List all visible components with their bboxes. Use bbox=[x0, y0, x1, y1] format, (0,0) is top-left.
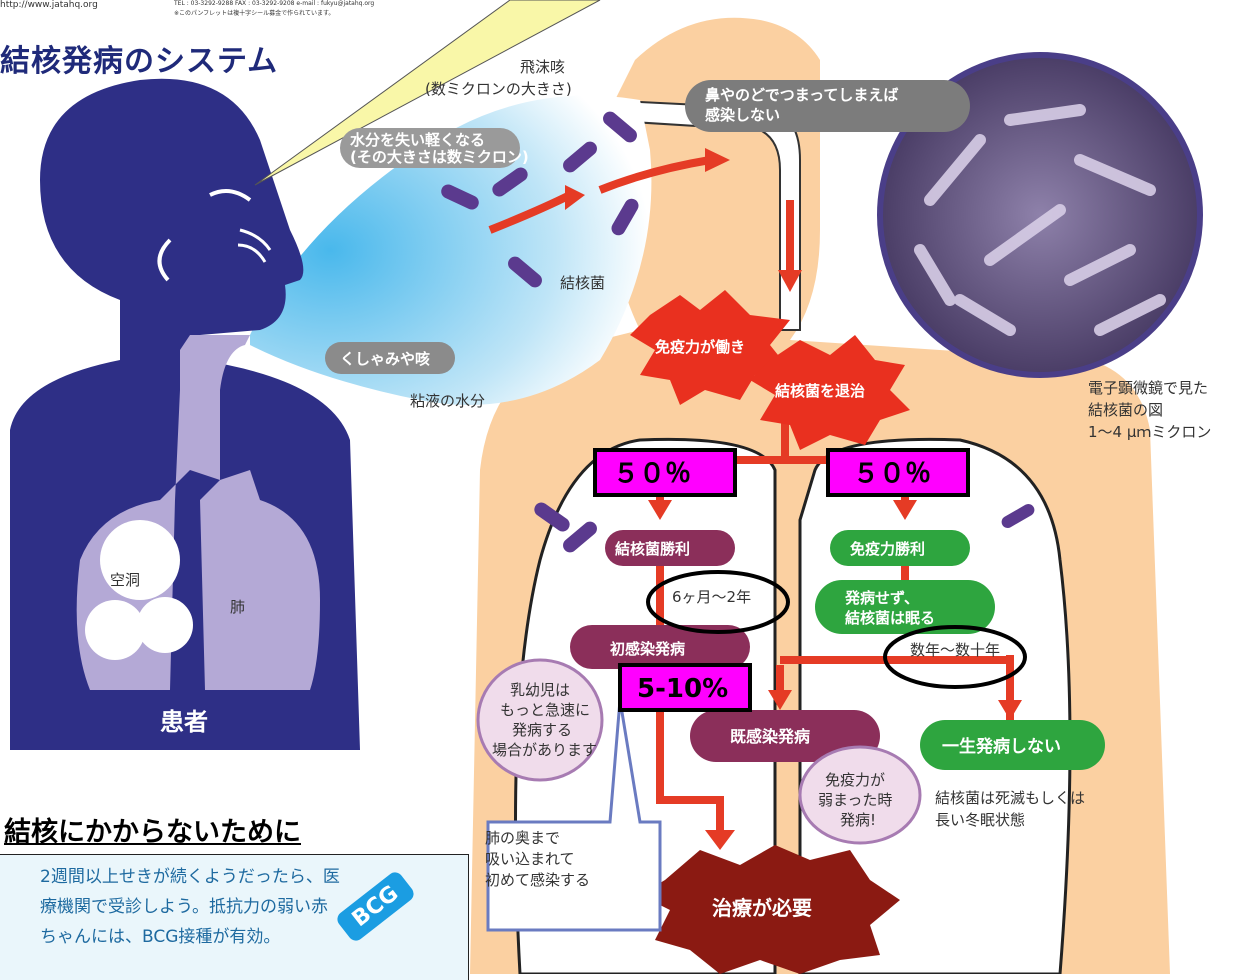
mucus-label: 粘液の水分 bbox=[410, 392, 485, 410]
spray-size-label: (数ミクロンの大きさ) bbox=[425, 80, 572, 98]
lose-water-size-label: (その大きさは数ミクロン) bbox=[350, 148, 529, 166]
deep-lung-line-3: 初めて感染する bbox=[485, 870, 645, 891]
microscope-caption-2: 結核菌の図 bbox=[1088, 401, 1163, 419]
infant-bubble bbox=[478, 660, 602, 780]
nose-note-line-2: 感染しない bbox=[705, 106, 780, 124]
section-title: 結核発病のシステム bbox=[0, 36, 278, 80]
patient-cavity-blob-2 bbox=[85, 600, 145, 660]
header-note: ※このパンフレットは複十字シール募金で作られています。 bbox=[174, 8, 334, 17]
no-onset-line-2: 結核菌は眠る bbox=[845, 609, 935, 627]
treatment-label: 治療が必要 bbox=[712, 896, 812, 920]
header-contact: TEL : 03-3292-9288 FAX : 03-3292-9208 e-… bbox=[174, 0, 374, 7]
immune-repel-label: 結核菌を退治 bbox=[775, 382, 865, 400]
spray-label: 飛沫咳 bbox=[520, 58, 565, 76]
infant-note-3: 発病する bbox=[512, 721, 572, 739]
microscope-caption-3: 1〜4 μｍミクロン bbox=[1088, 423, 1211, 441]
patient-label: 患者 bbox=[160, 708, 208, 736]
deep-lung-line-1: 肺の奥まで bbox=[485, 828, 645, 849]
pct-primary-label: 5-10% bbox=[637, 674, 728, 704]
weak-immune-3: 発病! bbox=[840, 811, 876, 829]
time-left-label: 6ヶ月〜2年 bbox=[672, 588, 751, 606]
weak-immune-2: 弱まった時 bbox=[818, 791, 892, 809]
infant-note-1: 乳幼児は bbox=[510, 681, 570, 699]
lung-label: 肺 bbox=[230, 598, 245, 616]
no-onset-line-1: 発病せず、 bbox=[844, 589, 919, 607]
microscope-caption-1: 電子顕微鏡で見た bbox=[1088, 379, 1208, 397]
immune-works-label: 免疫力が働き bbox=[655, 338, 745, 356]
patient-cavity-blob-3 bbox=[137, 597, 193, 653]
cavity-label: 空洞 bbox=[110, 571, 140, 589]
nose-note-line-1: 鼻やのどでつまってしまえば bbox=[705, 86, 898, 104]
bacteria-win-label: 結核菌勝利 bbox=[615, 540, 690, 558]
header-url: http://www.jatahq.org bbox=[0, 0, 98, 10]
prevention-heading: 結核にかからないために bbox=[4, 810, 301, 849]
weak-immune-1: 免疫力が bbox=[825, 771, 885, 789]
dormant-line-1: 結核菌は死滅もしくは bbox=[935, 789, 1085, 807]
bacteria-label: 結核菌 bbox=[560, 274, 605, 292]
immune-win-label: 免疫力勝利 bbox=[850, 540, 925, 558]
never-onset-label: 一生発病しない bbox=[942, 736, 1061, 757]
sneeze-label: くしゃみや咳 bbox=[340, 350, 430, 368]
pct-right-label: ５０％ bbox=[853, 459, 931, 489]
deep-lung-text: 肺の奥まで 吸い込まれて 初めて感染する bbox=[485, 828, 645, 891]
lose-water-label: 水分を失い軽くなる bbox=[350, 131, 485, 149]
secondary-onset-label: 既感染発病 bbox=[730, 727, 810, 746]
infant-note-4: 場合があります bbox=[492, 741, 597, 759]
dormant-line-2: 長い冬眠状態 bbox=[935, 811, 1025, 829]
time-right-label: 数年〜数十年 bbox=[910, 641, 1000, 659]
pct-left-label: ５０％ bbox=[613, 459, 691, 489]
deep-lung-line-2: 吸い込まれて bbox=[485, 849, 645, 870]
prevention-body: 2週間以上せきが続くようだったら、医療機関で受診しよう。抵抗力の弱い赤ちゃんには… bbox=[40, 862, 340, 952]
primary-onset-label: 初感染発病 bbox=[610, 640, 685, 658]
infant-note-2: もっと急速に bbox=[500, 701, 590, 719]
